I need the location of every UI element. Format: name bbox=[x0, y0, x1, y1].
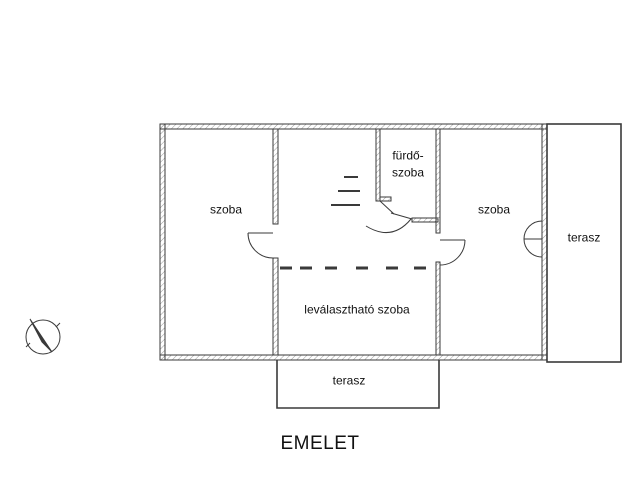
outer-walls bbox=[159, 123, 548, 361]
door-swing-icon bbox=[523, 220, 543, 258]
plan-title: EMELET bbox=[280, 433, 360, 454]
wall-right-room-lower bbox=[435, 261, 441, 356]
room-label-side-terrace: terasz bbox=[567, 230, 601, 245]
wall-bathroom-bottom-left bbox=[379, 196, 392, 202]
compass-north-arrow-icon bbox=[25, 318, 61, 355]
left-wall bbox=[159, 123, 166, 361]
door-swing-icon bbox=[365, 200, 413, 234]
top-wall bbox=[159, 123, 548, 130]
door-swing-icons bbox=[247, 200, 543, 266]
bottom-wall bbox=[159, 354, 548, 361]
wall-bathroom-bottom-right bbox=[411, 217, 439, 223]
room-label-front-terrace: terasz bbox=[332, 373, 366, 388]
front-terrace-outline bbox=[276, 360, 440, 409]
side-terrace-outline bbox=[546, 123, 622, 363]
room-label-separable-room: leválasztható szoba bbox=[304, 302, 410, 317]
room-label-left-szoba: szoba bbox=[209, 202, 243, 217]
room-label-right-szoba: szoba bbox=[477, 202, 511, 217]
wall-left-room-upper bbox=[272, 128, 279, 225]
door-swing-icon bbox=[247, 232, 274, 259]
room-label-bathroom-line2: szoba bbox=[391, 165, 425, 180]
room-label-bathroom-line1: fürdő- bbox=[392, 148, 424, 163]
door-swing-icon bbox=[439, 239, 466, 266]
wall-bathroom-left bbox=[375, 128, 381, 202]
wall-left-room-lower bbox=[272, 257, 279, 356]
staircase-icon bbox=[331, 176, 360, 206]
interior-walls bbox=[272, 128, 441, 356]
wall-right-room-upper bbox=[435, 128, 441, 234]
